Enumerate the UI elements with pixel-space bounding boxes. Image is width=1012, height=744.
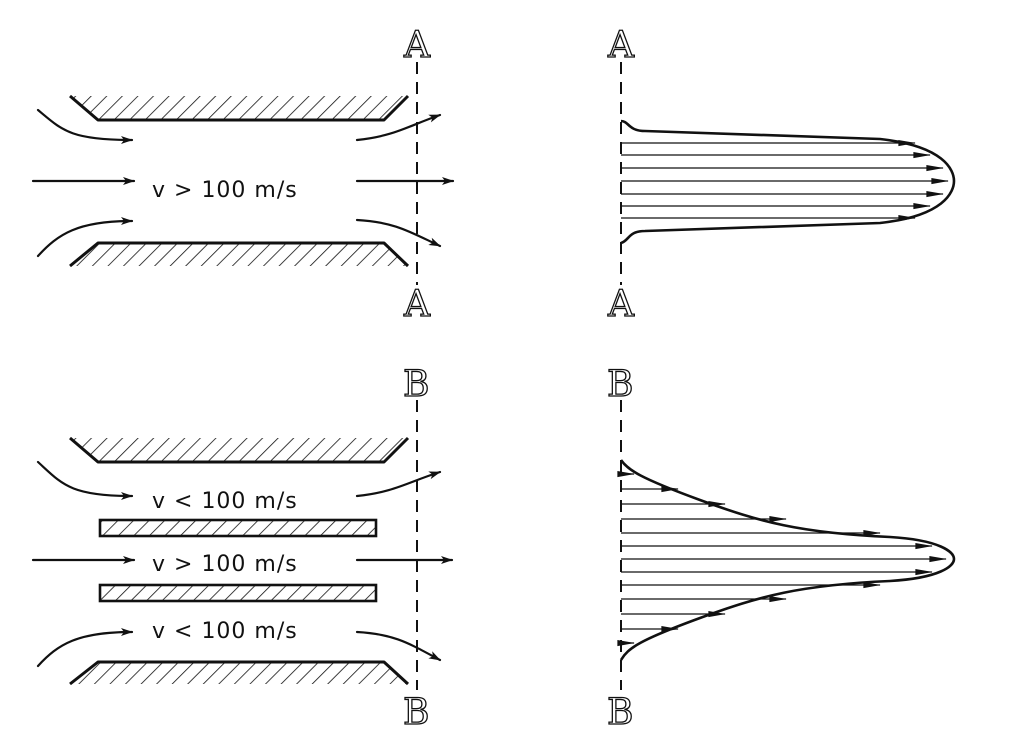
profile-section-label-b-bottom: B: [607, 692, 633, 733]
inlet-arrow-upper: [36, 460, 134, 500]
channel-b: v < 100 m/s v > 100 m/s v < 100 m/s B B: [31, 363, 454, 734]
upper-wall-edge: [69, 436, 410, 464]
outlet-arrow-lower: [355, 218, 442, 248]
inlet-arrow-lower: [36, 628, 134, 668]
profile-section-label-b-top: B: [607, 364, 633, 405]
outlet-arrow-lower: [355, 630, 442, 662]
velocity-profile-a: A A: [606, 24, 956, 326]
section-label-a-top: A: [403, 25, 431, 66]
profile-a-envelope: [620, 119, 956, 245]
velocity-label-center: v > 100 m/s: [152, 552, 298, 577]
section-label-b-bottom: B: [403, 692, 429, 733]
channel-a: v > 100 m/s A A: [31, 24, 455, 326]
upper-wall-hatching: [70, 438, 408, 462]
profile-b-vectors: [617, 470, 947, 647]
profile-section-label-a-top: A: [607, 25, 635, 66]
inlet-arrow-lower: [36, 217, 134, 258]
lower-wall-hatching: [70, 662, 408, 684]
section-label-a-bottom: A: [403, 284, 431, 325]
profile-b-envelope: [619, 459, 956, 661]
velocity-profile-b: B B: [606, 363, 956, 734]
inlet-arrow-upper: [36, 108, 134, 144]
splitter-plate-upper: [98, 518, 378, 538]
upper-wall-hatching: [70, 96, 408, 120]
outlet-arrow-upper: [355, 470, 442, 498]
profile-section-label-a-bottom: A: [607, 284, 635, 325]
lower-wall-hatching: [70, 243, 408, 266]
lower-wall-edge: [69, 660, 410, 686]
lower-wall-edge: [69, 241, 410, 268]
splitter-plate-lower: [98, 583, 378, 603]
outlet-arrow-upper: [355, 113, 442, 142]
velocity-label-upper: v < 100 m/s: [152, 489, 298, 514]
section-label-b-top: B: [403, 364, 429, 405]
velocity-label-center: v > 100 m/s: [152, 178, 298, 203]
velocity-label-lower: v < 100 m/s: [152, 619, 298, 644]
upper-wall-edge: [69, 94, 410, 122]
profile-a-vectors: [621, 139, 949, 222]
